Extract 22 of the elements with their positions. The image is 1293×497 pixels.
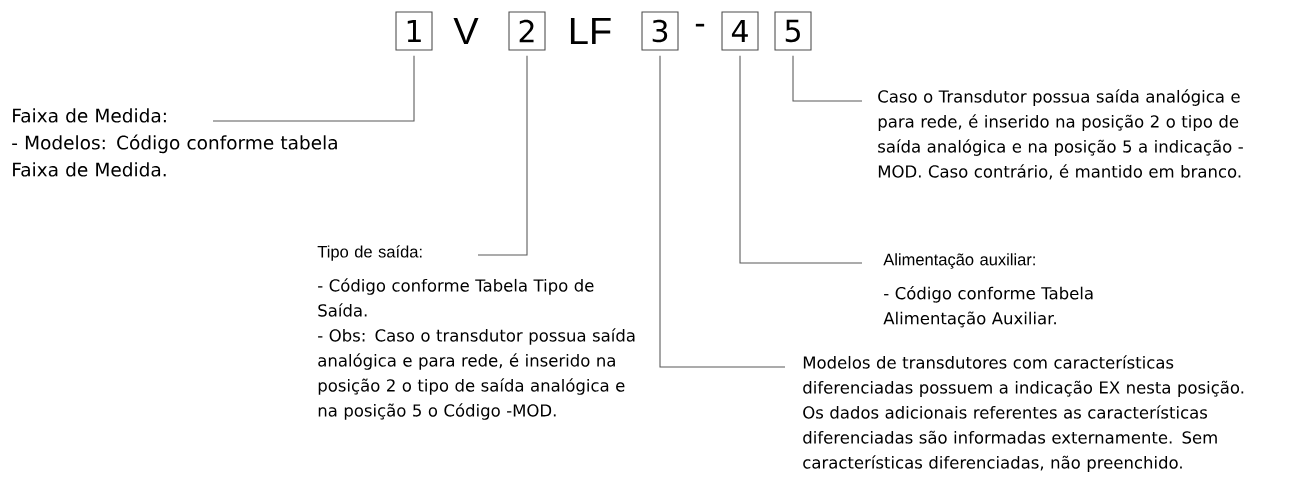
heading: Alimentação auxiliar: (883, 253, 1035, 269)
description: - Modelos: Código conforme tabela Faixa de Medida. (12, 134, 337, 177)
leader-line (212, 55, 415, 122)
heading: Tipo de saída: (317, 245, 422, 261)
code-box: 1 (395, 11, 433, 51)
leader-line (792, 55, 863, 102)
description: - Código conforme Tabela Tipo de Saída. (318, 278, 594, 317)
code-box: 2 (508, 11, 546, 51)
code-box: 4 (721, 11, 759, 51)
description: - Obs: Caso o transdutor possua saída analógica e para rede, é inserido na posição 2 o tipo de saída analógica e na posição 5 o Código -MOD. (318, 328, 635, 420)
leader-line (659, 55, 786, 368)
description: Caso o Transdutor possua saída analógica e para rede, é inserido na posição 2 o tipo de saída analógica e na posição 5 a indicação -MOD. Caso contrário, é mantido em branco. (878, 89, 1243, 180)
code-letter: - (695, 23, 705, 27)
leader-line (739, 55, 863, 264)
description: Modelos de transdutores com características diferenciadas possuem a indicação EX nesta posição. Os dados adicionais referentes as características diferenciadas são informadas externamente. Sem características diferenciadas, não preenchido. (803, 355, 1244, 472)
code-box: 3 (641, 11, 679, 51)
code-letter: LF (570, 17, 611, 45)
code-box: 5 (774, 11, 812, 51)
code-letter: V (453, 17, 479, 45)
leader-line (477, 55, 528, 256)
heading: Faixa de Medida: (13, 108, 166, 123)
description: - Código conforme Tabela Alimentação Auxiliar. (883, 286, 1093, 328)
